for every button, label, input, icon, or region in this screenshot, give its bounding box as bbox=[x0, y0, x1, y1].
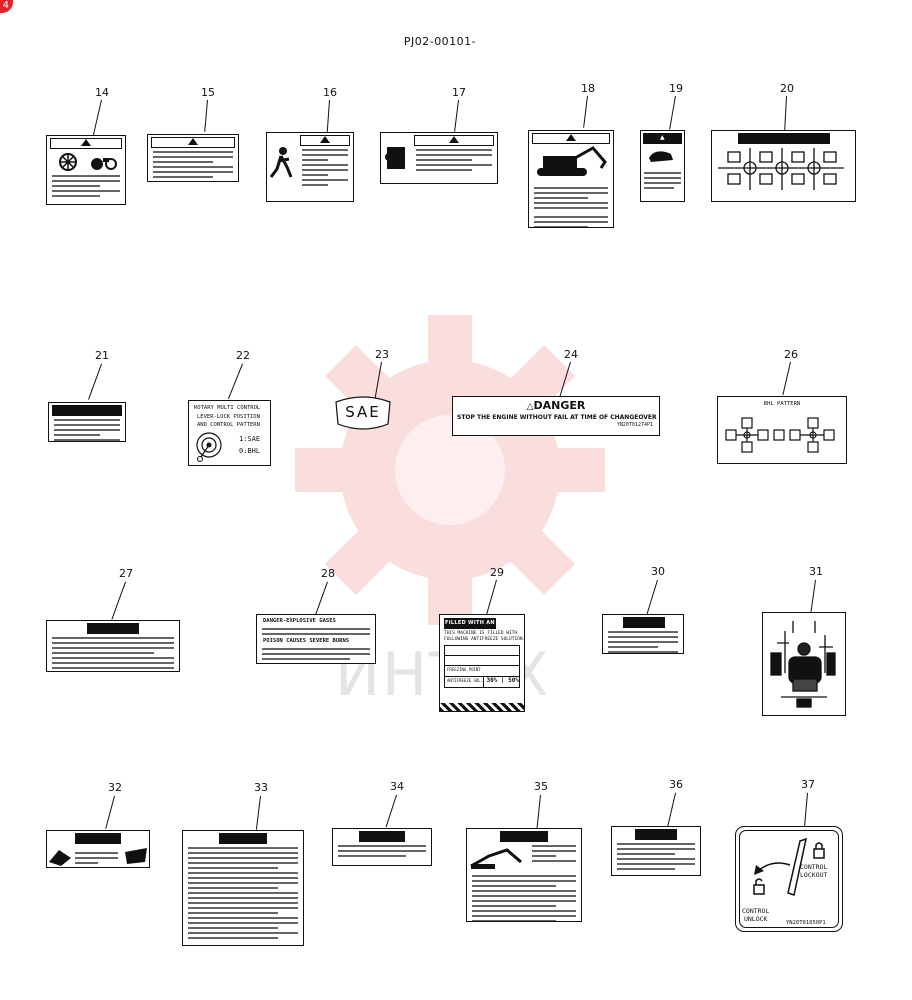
decal-37-code: YN20T01050P1 bbox=[786, 920, 826, 926]
decal-32 bbox=[46, 830, 150, 868]
decal-16 bbox=[266, 132, 354, 202]
callout-37: 37 bbox=[801, 778, 815, 791]
operator-seat-diagram-icon bbox=[770, 621, 836, 708]
belt-hazard-icon bbox=[91, 158, 117, 170]
decal-15 bbox=[147, 134, 239, 182]
callout-34: 34 bbox=[390, 780, 404, 793]
decal-29-pct: 30% | 50% bbox=[486, 677, 519, 684]
decal-34 bbox=[332, 828, 432, 866]
decal-19: ▲ bbox=[640, 130, 685, 202]
danger-triangle-icon: △ bbox=[526, 402, 534, 412]
callout-35: 35 bbox=[534, 780, 548, 793]
decal-29-head: FILLED WITH ANTIFREEZE bbox=[444, 618, 496, 629]
document-code: PJ02-00101- bbox=[403, 35, 477, 48]
decal-28: DANGER-EXPLOSIVE GASES POISON CAUSES SEV… bbox=[256, 614, 376, 664]
decal-14 bbox=[46, 135, 126, 205]
callout-17: 17 bbox=[452, 86, 466, 99]
decal-24-code: YN20T01274P1 bbox=[616, 422, 653, 428]
decal-23-text: SAE bbox=[345, 403, 381, 421]
bhl-pattern-diagram-icon bbox=[725, 417, 835, 453]
callout-18: 18 bbox=[581, 82, 595, 95]
callout-15: 15 bbox=[201, 86, 215, 99]
corner-badge: 4 bbox=[0, 0, 13, 13]
counterweight-hazard-icon bbox=[385, 147, 405, 169]
callout-26: 26 bbox=[784, 348, 798, 361]
decal-21 bbox=[48, 402, 126, 442]
callout-29: 29 bbox=[490, 566, 504, 579]
decal-37: CONTROL LOCKOUT CONTROL UNLOCK YN20T0105… bbox=[735, 826, 843, 932]
decal-22-title: ROTARY MULTI CONTROL bbox=[194, 405, 261, 411]
decal-33 bbox=[182, 830, 304, 946]
decal-24: △DANGER STOP THE ENGINE WITHOUT FAIL AT … bbox=[452, 396, 660, 436]
decal-29-row4: ANTIFREEZE SOL. bbox=[445, 677, 485, 687]
track-hazard-icon bbox=[125, 848, 147, 864]
rotary-selector-icon bbox=[196, 432, 222, 462]
decal-36 bbox=[611, 826, 701, 876]
callout-20: 20 bbox=[780, 82, 794, 95]
decal-35 bbox=[466, 828, 582, 922]
callout-22: 22 bbox=[236, 349, 250, 362]
decal-20 bbox=[711, 130, 856, 202]
callout-14: 14 bbox=[95, 86, 109, 99]
decal-22-line2: AND CONTROL PATTERN bbox=[197, 422, 260, 428]
callout-21: 21 bbox=[95, 349, 109, 362]
decal-22: ROTARY MULTI CONTROL LEVER-LOCK POSITION… bbox=[188, 400, 271, 466]
decal-22-opt1: 1:SAE bbox=[239, 435, 261, 443]
control-pattern-diagram-icon bbox=[718, 148, 844, 190]
callout-31: 31 bbox=[809, 565, 823, 578]
decal-24-head: DANGER bbox=[533, 399, 586, 412]
callout-33: 33 bbox=[254, 781, 268, 794]
decal-18 bbox=[528, 130, 614, 228]
decal-28-head: DANGER-EXPLOSIVE GASES bbox=[263, 618, 336, 624]
decal-29: FILLED WITH ANTIFREEZE THIS MACHINE IS F… bbox=[439, 614, 525, 712]
callout-16: 16 bbox=[323, 86, 337, 99]
decal-31 bbox=[762, 612, 846, 716]
decal-29-row3: FREEZING POINT bbox=[445, 666, 519, 677]
decal-29-line2: FOLLOWING ANTIFREEZE SOLUTION. bbox=[444, 637, 525, 642]
decal-17 bbox=[380, 132, 498, 184]
decal-37-unlock: CONTROL UNLOCK bbox=[742, 907, 770, 923]
decal-22-opt2: 0:BHL bbox=[239, 447, 261, 455]
excavator-icon bbox=[537, 146, 607, 176]
lever-lock-diagram-icon bbox=[753, 837, 825, 896]
decal-26-title: BHL PATTERN bbox=[763, 401, 801, 407]
excavator-boom-lowered-icon bbox=[470, 848, 522, 869]
decal-23 bbox=[335, 396, 391, 430]
callout-19: 19 bbox=[669, 82, 683, 95]
decal-29-line1: THIS MACHINE IS FILLED WITH bbox=[444, 631, 518, 636]
decal-24-body: STOP THE ENGINE WITHOUT FAIL AT TIME OF … bbox=[457, 414, 657, 421]
decal-26: BHL PATTERN bbox=[717, 396, 847, 464]
callout-23: 23 bbox=[375, 348, 389, 361]
crush-hazard-icon bbox=[49, 850, 71, 866]
decal-37-lockout: CONTROL LOCKOUT bbox=[800, 863, 828, 879]
callout-28: 28 bbox=[321, 567, 335, 580]
decal-28-poison: POISON CAUSES SEVERE BURNS bbox=[263, 638, 350, 644]
callout-30: 30 bbox=[651, 565, 665, 578]
callout-24: 24 bbox=[564, 348, 578, 361]
fan-hazard-icon bbox=[59, 153, 77, 171]
callout-27: 27 bbox=[119, 567, 133, 580]
person-hazard-icon bbox=[269, 147, 293, 178]
callout-32: 32 bbox=[108, 781, 122, 794]
decal-30 bbox=[602, 614, 684, 654]
hand-hazard-icon bbox=[649, 151, 673, 162]
decal-22-line1: LEVER-LOCK POSITION bbox=[197, 414, 260, 420]
decal-27 bbox=[46, 620, 180, 672]
callout-36: 36 bbox=[669, 778, 683, 791]
